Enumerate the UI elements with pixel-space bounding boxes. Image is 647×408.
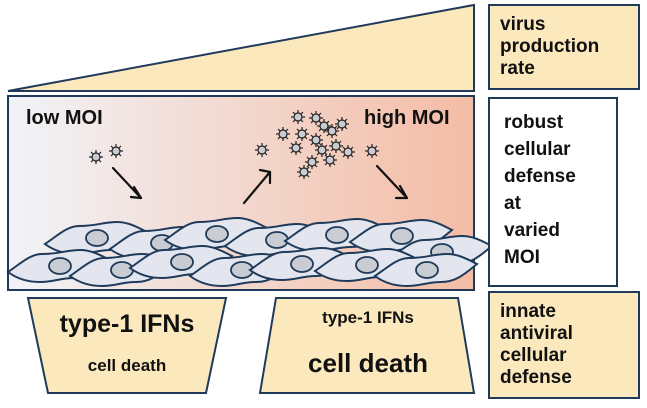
robust-defense-line: cellular (504, 139, 571, 160)
low-moi-label: low MOI (26, 107, 103, 129)
innate-defense-line: antiviral (500, 323, 573, 344)
virus-production-wedge (7, 3, 475, 92)
left-ifn-label: type-1 IFNs (59, 310, 195, 338)
arrow-cells-release-virions (242, 168, 272, 205)
arrow-low-moi-to-cells (111, 166, 143, 200)
robust-defense-line: robust (504, 112, 564, 133)
robust-defense-line: defense (504, 166, 576, 187)
robust-defense-box: robust cellular defense at varied MOI (488, 97, 618, 287)
arrow-high-moi-to-cells (375, 164, 409, 200)
virus-rate-line: virus (500, 14, 546, 35)
robust-defense-line: varied (504, 220, 560, 241)
right-cell-death-label: cell death (308, 348, 428, 378)
left-cell-death-label: cell death (87, 356, 167, 375)
robust-defense-line: at (504, 193, 521, 214)
innate-defense-line: cellular (500, 345, 567, 366)
right-ifn-label: type-1 IFNs (322, 308, 414, 327)
high-moi-label: high MOI (364, 107, 450, 129)
virus-rate-line: rate (500, 58, 535, 79)
right-outcome-box (258, 297, 476, 394)
virus-rate-line: production (500, 36, 600, 57)
left-outcome-box (26, 297, 228, 394)
cell-monolayer (7, 217, 493, 287)
innate-defense-line: innate (500, 301, 556, 322)
innate-defense-box: innate antiviral cellular defense (488, 291, 640, 399)
robust-defense-line: MOI (504, 247, 540, 268)
virus-production-rate-box: virus production rate (488, 4, 640, 90)
innate-defense-line: defense (500, 367, 572, 388)
